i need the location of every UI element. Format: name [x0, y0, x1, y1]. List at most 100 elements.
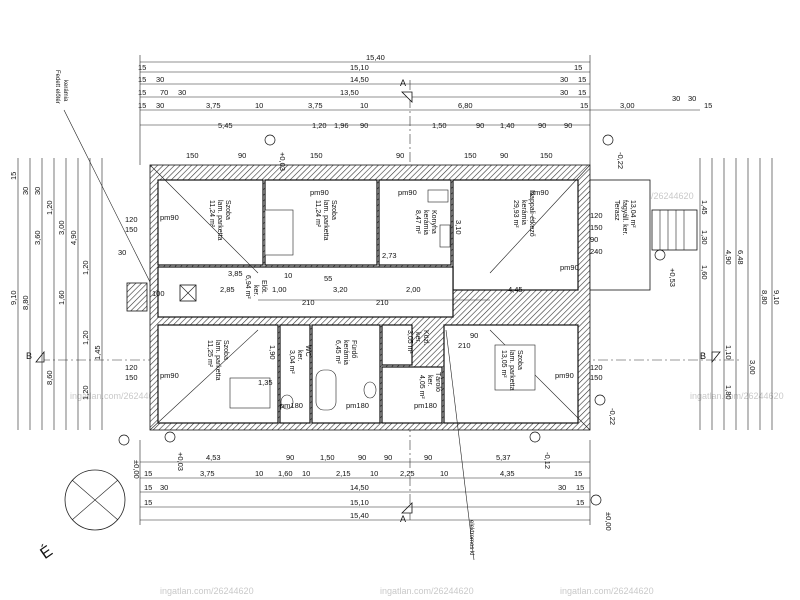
dim-label: 8,60 [45, 370, 54, 385]
dim-label: 15 [138, 63, 146, 72]
section-label: A [400, 514, 406, 524]
dim-label: 120 [125, 215, 138, 224]
dim-label: 15,40 [366, 53, 385, 62]
dim-label: 3,75 [206, 101, 221, 110]
elevation-label: +0,53 [668, 268, 677, 287]
room-name: Közl. [422, 330, 429, 346]
dim-label: 30 [118, 248, 126, 257]
dim-label: 10 [360, 101, 368, 110]
level-marker-icon [264, 134, 276, 146]
room-area: 8,47 m² [414, 210, 421, 234]
room-area: 6,94 m² [244, 275, 251, 299]
dim-label: 6,48 [736, 250, 745, 265]
dim-label: 150 [590, 223, 603, 232]
dim-label: 2,25 [400, 469, 415, 478]
room-name: Előt. [260, 280, 267, 294]
dim-label: 4,35 [500, 469, 515, 478]
dim-label: 15 [704, 101, 712, 110]
room-floor: lam. parketta [216, 200, 223, 241]
dim-label: 90 [538, 121, 546, 130]
dim-label: pm90 [560, 263, 579, 272]
dim-label: 15 [576, 483, 584, 492]
porch-floor: kerámia [62, 80, 68, 102]
dim-label: 210 [376, 298, 389, 307]
room-name: Fürdő [350, 340, 357, 358]
room-name: WC [304, 345, 311, 357]
dim-label: 90 [396, 151, 404, 160]
dim-label: 15 [144, 483, 152, 492]
dim-label: pm180 [346, 401, 369, 410]
elevation-label: -0,12 [543, 452, 552, 469]
dim-label: pm90 [160, 213, 179, 222]
room-floor: kerámia [342, 340, 349, 365]
right-dimensions: 1,45 1,30 1,60 4,90 6,48 9,10 8,80 3,00 … [699, 158, 781, 430]
level-marker-icon [602, 134, 614, 146]
watermark: ingatlan.com/26244620 [70, 391, 164, 401]
room-hallway [157, 266, 454, 318]
dim-label: 120 [590, 211, 603, 220]
dim-label: 90 [476, 121, 484, 130]
room-corridor [381, 324, 413, 366]
level-marker-icon [529, 431, 541, 443]
dim-label: pm90 [310, 188, 329, 197]
dim-label: 15 [138, 88, 146, 97]
dim-label: 5,45 [218, 121, 233, 130]
room-name: Szoba [222, 340, 229, 360]
dim-label: 90 [286, 453, 294, 462]
dim-label: 1,00 [272, 285, 287, 294]
room-floor: lam. parketta [508, 350, 515, 391]
dim-label: 4,53 [206, 453, 221, 462]
section-arrow-icon [401, 91, 413, 103]
dim-label: 150 [125, 225, 138, 234]
dim-label: 150 [310, 151, 323, 160]
room-bedroom-1 [157, 179, 264, 266]
dim-label: 1,50 [432, 121, 447, 130]
dim-label: 1,90 [268, 345, 277, 360]
building: Terasz fagyáll. ker. 13,04 m² [149, 164, 698, 431]
room-name: Konyha [430, 210, 437, 234]
dim-label: 150 [464, 151, 477, 160]
interior-dimensions: 3,85 2,85 1,00 3,20 2,00 4,45 2,73 3,10 … [118, 188, 603, 410]
dim-label: 30 [156, 101, 164, 110]
dim-label: 3,10 [454, 220, 463, 235]
level-marker-icon [594, 394, 606, 406]
terrace-label: Terasz [613, 200, 620, 221]
terrace [589, 179, 651, 291]
dim-label: 30 [21, 187, 30, 195]
toilet-icon [280, 394, 294, 410]
room-name: Tároló [434, 372, 441, 392]
dim-label: 14,50 [350, 483, 369, 492]
watermark: ingatlan.com/26244620 [160, 586, 254, 596]
dim-label: 30 [672, 94, 680, 103]
elevation-label: ±0,00 [604, 512, 613, 531]
watermark: ingatlan.com/26244620 [560, 586, 654, 596]
dim-label: 15 [574, 63, 582, 72]
dim-label: 90 [238, 151, 246, 160]
room-name: Szoba [516, 350, 523, 370]
dim-label: pm90 [555, 371, 574, 380]
dim-label: 2,73 [382, 251, 397, 260]
north-label: É [36, 541, 56, 563]
dim-label: 30 [560, 88, 568, 97]
dim-label: 30 [558, 483, 566, 492]
dim-label: 1,96 [334, 121, 349, 130]
dim-label: 1,60 [57, 290, 66, 305]
dim-label: 1,20 [45, 200, 54, 215]
dim-label: 15,10 [350, 63, 369, 72]
dim-label: 100 [152, 289, 165, 298]
room-area: 11,24 m² [314, 200, 321, 228]
dim-label: 15 [580, 101, 588, 110]
dim-label: 1,60 [278, 469, 293, 478]
dim-label: 10 [440, 469, 448, 478]
dim-label: 120 [590, 363, 603, 372]
dim-label: 1,20 [81, 330, 90, 345]
electrical-label: elektromos kl [468, 520, 474, 555]
room-area: 6,45 m² [334, 340, 341, 364]
terrace-floor: fagyáll. ker. [621, 200, 628, 235]
level-marker-icon [654, 249, 666, 261]
dim-label: 1,45 [700, 200, 709, 215]
dim-label: 1,60 [700, 265, 709, 280]
dim-label: 30 [160, 483, 168, 492]
dim-label: 8,80 [21, 295, 30, 310]
section-arrow-icon [35, 350, 45, 363]
